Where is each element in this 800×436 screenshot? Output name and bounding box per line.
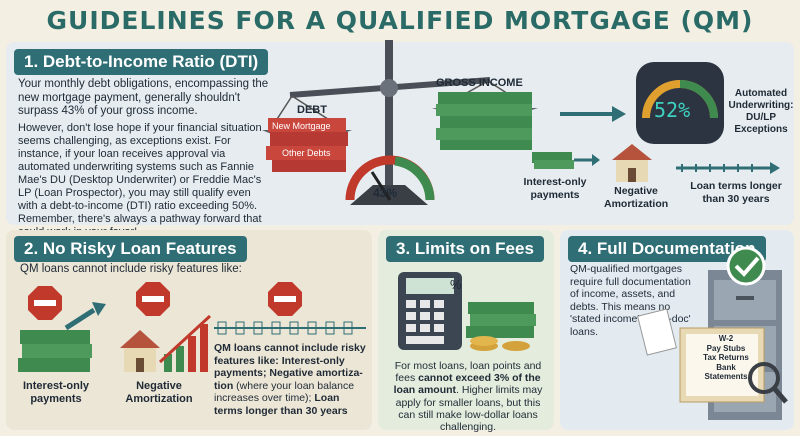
risky-intro: QM loans cannot include risky features l… [20, 263, 242, 275]
scale-post [385, 40, 393, 190]
page-title-bar: GUIDELINES FOR A QUALIFIED MORTGAGE (QM) [0, 0, 800, 40]
risky-features-illustration [18, 282, 366, 372]
income-cash-stack [436, 92, 532, 150]
dti-gauge-needle [370, 171, 392, 201]
risky-desc-bold-2: Loan terms longer than 30 years [214, 392, 348, 417]
other-debts-label: Other Debts [282, 148, 331, 158]
balance-scale-illustration [262, 40, 780, 205]
risky-heading: 2. No Risky Loan Features [14, 236, 247, 262]
gross-income-label: GROSS INCOME [436, 77, 523, 89]
paper-sheet-icon [637, 308, 677, 356]
scale-base [350, 185, 428, 205]
dti-heading: 1. Debt-to-Income Ratio (DTI) [14, 49, 269, 75]
fees-heading: 3. Limits on Fees [386, 236, 544, 262]
fees-illustration [398, 272, 536, 351]
risky-desc-bold-1: QM loans cannot include risky features l… [214, 342, 366, 392]
feature-long-term: Loan terms longer than 30 years [690, 180, 782, 205]
page-title: GUIDELINES FOR A QUALIFIED MORTGAGE (QM) [46, 5, 754, 35]
dti-para-1: Your monthly debt obligations, encompass… [18, 78, 269, 117]
automated-underwriting-label: Automated Underwriting: DU/LP Exceptions [728, 88, 794, 135]
documents-folder-icon [679, 327, 765, 403]
interest-only-cash-icon [532, 152, 600, 169]
stop-sign-icon-1 [28, 286, 62, 320]
loan-term-timeline-icon [676, 162, 780, 174]
cash-coins-icon [466, 302, 536, 351]
stop-sign-icon-2 [136, 282, 170, 316]
stop-sign-icon-3 [268, 282, 302, 316]
scale-pivot [380, 79, 398, 97]
new-mortgage-label: New Mortgage [272, 121, 331, 131]
fees-limit-bold: cannot exceed 3% of the loan amount [393, 372, 541, 397]
cash-stack-icon [18, 330, 92, 372]
negative-amortization-house-icon [612, 144, 652, 182]
calculator-percent-symbol: % [450, 277, 462, 292]
arrow-up-icon [92, 302, 106, 316]
automated-dial-value: 52% [654, 98, 691, 122]
risky-icon1-label: Interest-only payments [22, 380, 89, 405]
risky-description: QM loans cannot include risky features l… [214, 342, 368, 417]
magnifying-glass-icon [748, 362, 788, 404]
rising-bar-chart-icon [158, 314, 212, 372]
checkmark-circle-icon [726, 246, 766, 286]
documentation-illustration [637, 246, 788, 420]
debt-label: DEBT [297, 104, 327, 116]
folder-label: W-2 Pay Stubs Tax Returns Bank Statement… [703, 334, 749, 381]
arrow-to-dial [612, 106, 626, 122]
automated-dial-frame [636, 62, 724, 144]
calendar-timeline-icon [214, 321, 366, 335]
house-icon [120, 330, 160, 372]
fees-text: For most loans, loan points and fees can… [393, 360, 543, 434]
debt-bill-stack [266, 118, 348, 172]
risky-desc-normal: (where your loan balance increases over … [214, 379, 355, 405]
dti-gauge-value: 43% [373, 186, 398, 200]
feature-negative-amortization: Negative Amortization [604, 185, 669, 210]
risky-icon2-label: Negative Amortization [125, 380, 193, 405]
calculator-icon [398, 272, 462, 350]
feature-interest-only: Interest-only payments [523, 176, 587, 201]
